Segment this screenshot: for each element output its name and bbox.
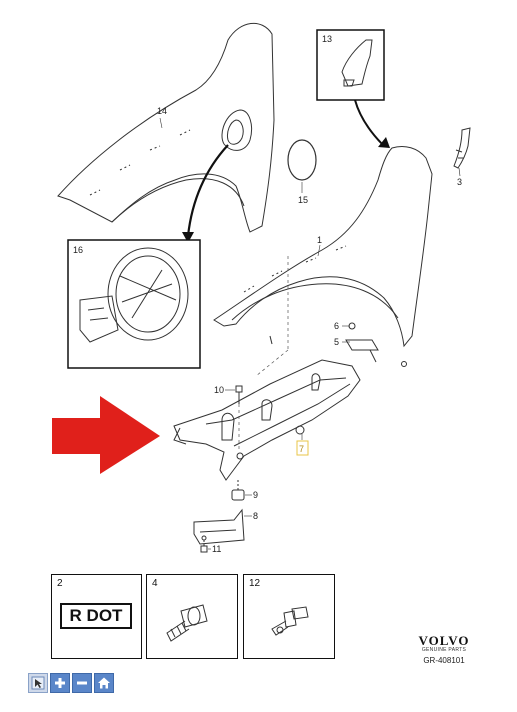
link-arrow-13	[354, 99, 385, 147]
zoom-out-button[interactable]	[72, 673, 92, 693]
subframe-drawing	[173, 359, 361, 481]
home-icon	[98, 677, 110, 689]
callout-3: 3	[457, 177, 462, 187]
link-arrow-14-16	[186, 144, 229, 237]
parts-box-12: 12	[243, 574, 335, 659]
callout-10: 10	[214, 385, 224, 395]
zoom-toolbar	[28, 673, 114, 693]
detail-box-13	[316, 29, 385, 101]
callout-6: 6	[334, 321, 339, 331]
callout-13: 13	[322, 34, 332, 44]
parts-box-4-number: 4	[152, 578, 158, 589]
callout-11: 11	[212, 544, 221, 554]
parts-box-2-number: 2	[57, 578, 63, 589]
callout-8: 8	[253, 511, 258, 521]
callout-9: 9	[253, 490, 258, 500]
zoom-tool-button[interactable]	[28, 673, 48, 693]
diagram-code: GR-408101	[423, 656, 465, 665]
parts-box-2: 2 R DOT	[51, 574, 142, 659]
zoom-in-button[interactable]	[50, 673, 70, 693]
fuel-flap-gasket	[287, 139, 317, 181]
callout-7: 7	[299, 444, 304, 454]
callout-16: 16	[73, 245, 83, 255]
red-pointer-arrow	[52, 396, 160, 474]
zoom-tool-icon	[31, 676, 45, 690]
clip-12-drawing	[271, 606, 309, 636]
callout-14: 14	[157, 106, 167, 116]
dash-line-subframe	[255, 349, 289, 377]
bolt-11-drawing	[200, 538, 208, 553]
bracket-3-drawing	[453, 127, 471, 169]
leader-14	[159, 117, 163, 129]
bolt-10-drawing	[235, 385, 243, 404]
minus-icon	[77, 681, 87, 685]
volvo-brand-text: VOLVO	[418, 633, 470, 648]
parts-box-12-number: 12	[249, 578, 261, 589]
callout-5: 5	[334, 337, 339, 347]
parts-box-4: 4	[146, 574, 238, 659]
detail-box-16	[67, 239, 201, 369]
flange-bolt-drawing	[166, 604, 208, 642]
bracket-13-drawing	[341, 39, 373, 87]
callout-1: 1	[317, 235, 322, 245]
link-arrow-14-16-head	[182, 232, 194, 243]
home-button[interactable]	[94, 673, 114, 693]
volvo-subtitle-text: GENUINE PARTS	[421, 647, 467, 653]
r-dot-label: R DOT	[60, 603, 132, 629]
leader-1	[317, 244, 321, 257]
r-dot-label-text: R DOT	[69, 606, 123, 625]
callout-15: 15	[298, 195, 308, 205]
plus-icon	[55, 678, 65, 688]
front-fender-drawing	[213, 145, 433, 348]
bracket-8-drawing	[193, 508, 245, 545]
volvo-logo: VOLVO GENUINE PARTS	[412, 633, 476, 653]
highlight-7	[296, 440, 309, 456]
clip-5-6-drawing	[345, 322, 407, 367]
link-arrow-13-head	[378, 137, 390, 148]
bushing-9-drawing	[231, 480, 245, 501]
fuel-flap-drawing	[79, 247, 189, 343]
leader-3	[458, 167, 461, 177]
rear-fender-drawing	[57, 22, 275, 233]
